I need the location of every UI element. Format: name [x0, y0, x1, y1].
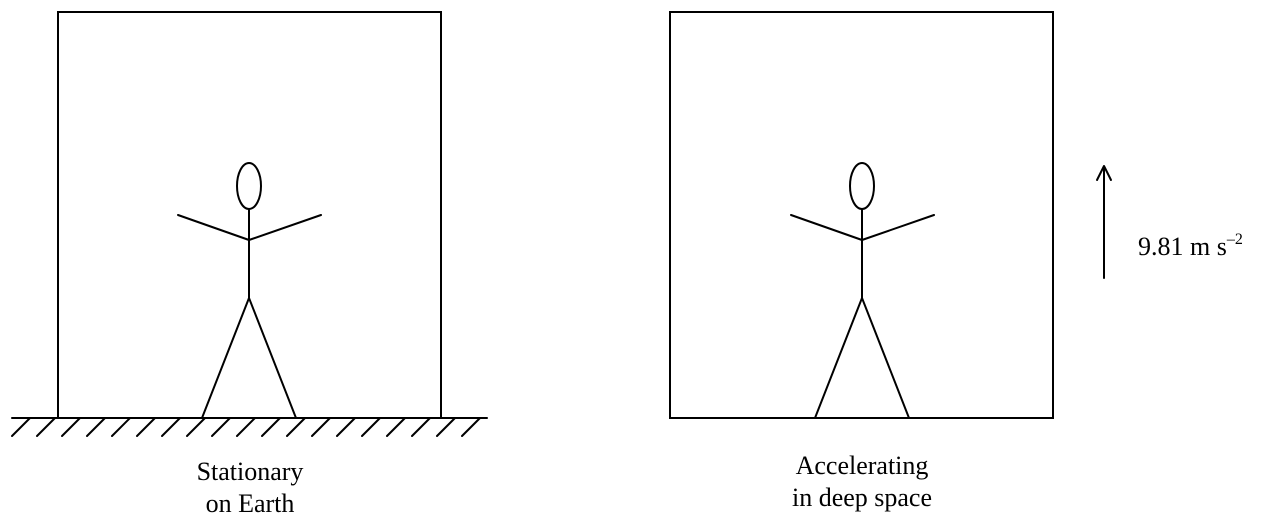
left-caption: Stationary on Earth [150, 456, 350, 520]
right-figure-right-leg [861, 297, 910, 419]
left-figure-left-leg [201, 297, 250, 419]
left-figure-right-leg [248, 297, 297, 419]
left-figure-head [236, 162, 262, 210]
left-stick-figure [177, 162, 322, 419]
left-figure-right-arm [248, 214, 322, 241]
right-figure-head [849, 162, 875, 210]
acceleration-arrow [1096, 165, 1112, 279]
right-figure-left-arm [790, 214, 863, 241]
acceleration-exponent: –2 [1226, 231, 1243, 248]
ground-hatching [11, 417, 481, 437]
left-caption-line2: on Earth [205, 489, 295, 518]
acceleration-label: 9.81 m s–2 [1138, 232, 1243, 262]
right-caption-line2: in deep space [791, 483, 933, 512]
right-stick-figure [790, 162, 935, 419]
left-caption-line1: Stationary [196, 457, 304, 486]
right-figure-right-arm [861, 214, 935, 241]
right-caption-line1: Accelerating [795, 451, 929, 480]
space-scene [669, 11, 1054, 419]
earth-scene [11, 11, 488, 437]
acceleration-value: 9.81 m s [1138, 232, 1227, 261]
right-lift-box [669, 11, 1054, 419]
right-figure-left-leg [814, 297, 863, 419]
right-caption: Accelerating in deep space [737, 450, 987, 514]
left-figure-left-arm [177, 214, 250, 241]
arrow-up-icon [1096, 165, 1112, 181]
